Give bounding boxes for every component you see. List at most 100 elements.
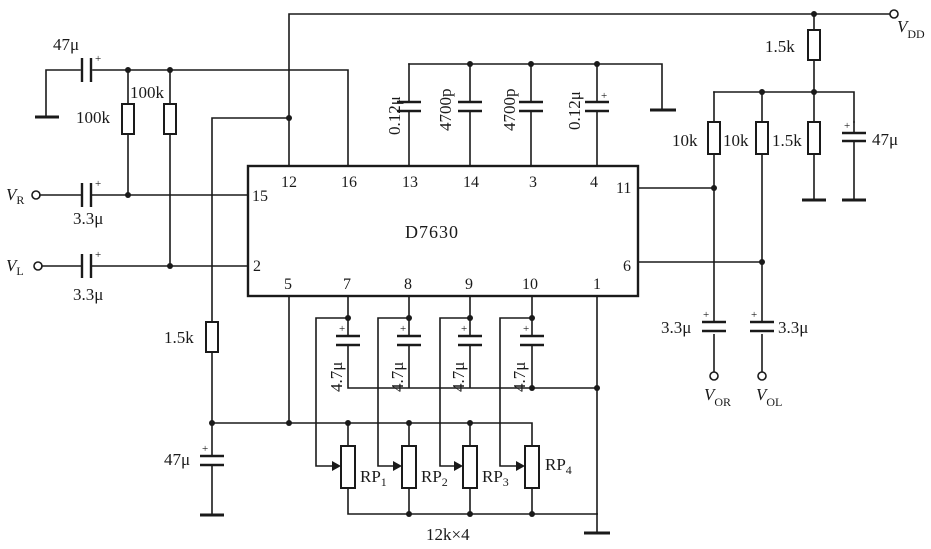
- cap-47u-left-label: 47μ: [164, 450, 190, 469]
- ic-d7630-label: D7630: [405, 222, 459, 242]
- cap-c3-label: 4700p: [500, 89, 519, 132]
- cap-tone-1-label: 4.7μ: [327, 362, 346, 392]
- resistor-10k-left: [707, 121, 721, 155]
- junction-pin5-rail: [286, 420, 292, 426]
- junction-tone-gnd: [594, 385, 600, 391]
- resistor-100k-left: [121, 103, 135, 135]
- wire-left-bias: [211, 117, 290, 515]
- vl-label-main: V: [6, 256, 19, 275]
- pin-11-label: 11: [616, 180, 631, 197]
- resistor-1k5-top-label: 1.5k: [765, 37, 795, 56]
- pin-14-label: 14: [463, 174, 479, 191]
- vr-label-sub: R: [16, 193, 24, 207]
- cap-out-r-plates: [702, 320, 726, 333]
- vol-label-sub: OL: [766, 395, 782, 409]
- junction-pot-bottom-2: [406, 511, 412, 517]
- pot-rp1-label: RP1: [360, 467, 387, 489]
- ic-d7630-body: [246, 164, 640, 298]
- pin-3-label: 3: [529, 174, 537, 191]
- pot-rp4-sub: 4: [566, 463, 572, 477]
- cap-c14-label: 4700p: [436, 89, 455, 132]
- cap-vl-plus: +: [95, 249, 101, 261]
- junction-rp3-top: [467, 420, 473, 426]
- vdd-terminal: [889, 9, 899, 19]
- pot-rp2-sub: 2: [442, 475, 448, 489]
- wiper-arrow-3: [454, 461, 463, 471]
- cap-out-r-plus: +: [703, 309, 709, 321]
- pot-rp4-main: RP: [545, 455, 566, 474]
- wiper-arrow-1: [332, 461, 341, 471]
- resistor-10k-right: [755, 121, 769, 155]
- cap-tone-3-label: 4.7μ: [449, 362, 468, 392]
- vl-terminal: [33, 261, 43, 271]
- cap-tone-4-label: 4.7μ: [510, 362, 529, 392]
- pin-8-label: 8: [404, 276, 412, 293]
- junction-pin11: [711, 185, 717, 191]
- junction-pin6: [759, 259, 765, 265]
- cap-tone-2-label: 4.7μ: [388, 362, 407, 392]
- cap-47u-right-label: 47μ: [872, 130, 898, 149]
- pin-13-label: 13: [402, 174, 418, 191]
- vr-terminal: [31, 190, 41, 200]
- pot-rp2-main: RP: [421, 467, 442, 486]
- cap-out-l-plus: +: [751, 309, 757, 321]
- pots-value-label: 12k×4: [426, 525, 470, 544]
- cap-top-47u-label: 47μ: [53, 35, 79, 54]
- vr-label: VR: [6, 185, 24, 207]
- pot-rp3-main: RP: [482, 467, 503, 486]
- resistor-1k5-mid: [807, 121, 821, 155]
- cap-47u-left-plus: +: [202, 443, 208, 455]
- cap-tone-1-plus: +: [339, 323, 345, 335]
- resistor-1k5-mid-label: 1.5k: [772, 131, 802, 150]
- vdd-label-sub: DD: [907, 27, 925, 41]
- cap-top-47u-plates: [80, 58, 93, 82]
- pot-rp3-label: RP3: [482, 467, 509, 489]
- cap-c4-plates: [585, 100, 609, 113]
- cap-c14-plates: [458, 100, 482, 113]
- cap-c4-plus: +: [601, 90, 607, 102]
- cap-c4-label: 0.12μ: [565, 91, 584, 130]
- cap-out-l-label: 3.3μ: [778, 318, 808, 337]
- wire-pin5-rail: [211, 295, 533, 447]
- cap-c3-plates: [519, 100, 543, 113]
- cap-tone-4-plates: [520, 334, 544, 347]
- junction-pot-bottom-4: [529, 511, 535, 517]
- cap-tone-2-plates: [397, 334, 421, 347]
- resistor-1k5-left-label: 1.5k: [164, 328, 194, 347]
- pin-15-label: 15: [252, 188, 268, 205]
- vol-label: VOL: [756, 385, 782, 409]
- pot-rp1: [340, 445, 356, 489]
- wire-top-47u-gnd: [45, 69, 81, 117]
- cap-c13-plates: [397, 100, 421, 113]
- cap-tone-4-plus: +: [523, 323, 529, 335]
- pin-2-label: 2: [253, 258, 261, 275]
- wire-top-rail-pin16: [92, 69, 349, 167]
- wiper-arrow-4: [516, 461, 525, 471]
- junction-pot-bottom-3: [467, 511, 473, 517]
- pin-7-label: 7: [343, 276, 351, 293]
- cap-vr-plus: +: [95, 178, 101, 190]
- wire-top-cap-rail: [408, 63, 663, 109]
- pin-9-label: 9: [465, 276, 473, 293]
- pin-4-label: 4: [590, 174, 598, 191]
- cap-vl-plates: [80, 254, 93, 278]
- wire-wipers: [315, 317, 533, 467]
- pot-rp3-sub: 3: [503, 475, 509, 489]
- pot-rp1-sub: 1: [381, 475, 387, 489]
- cap-47u-right-plus: +: [844, 120, 850, 132]
- vdd-label: VDD: [897, 17, 925, 41]
- pin-16-label: 16: [341, 174, 357, 191]
- resistor-100k-right: [163, 103, 177, 135]
- resistor-10k-right-label: 10k: [723, 131, 749, 150]
- resistor-10k-left-label: 10k: [672, 131, 698, 150]
- junction-tone-gnd-b: [529, 385, 535, 391]
- cap-tone-3-plus: +: [461, 323, 467, 335]
- cap-vr-label: 3.3μ: [73, 209, 103, 228]
- cap-out-l-plates: [750, 320, 774, 333]
- cap-47u-right-plates: [842, 131, 866, 143]
- pin-1-label: 1: [593, 276, 601, 293]
- pot-rp2: [401, 445, 417, 489]
- pin-5-label: 5: [284, 276, 292, 293]
- wire-supply-node: [713, 59, 855, 123]
